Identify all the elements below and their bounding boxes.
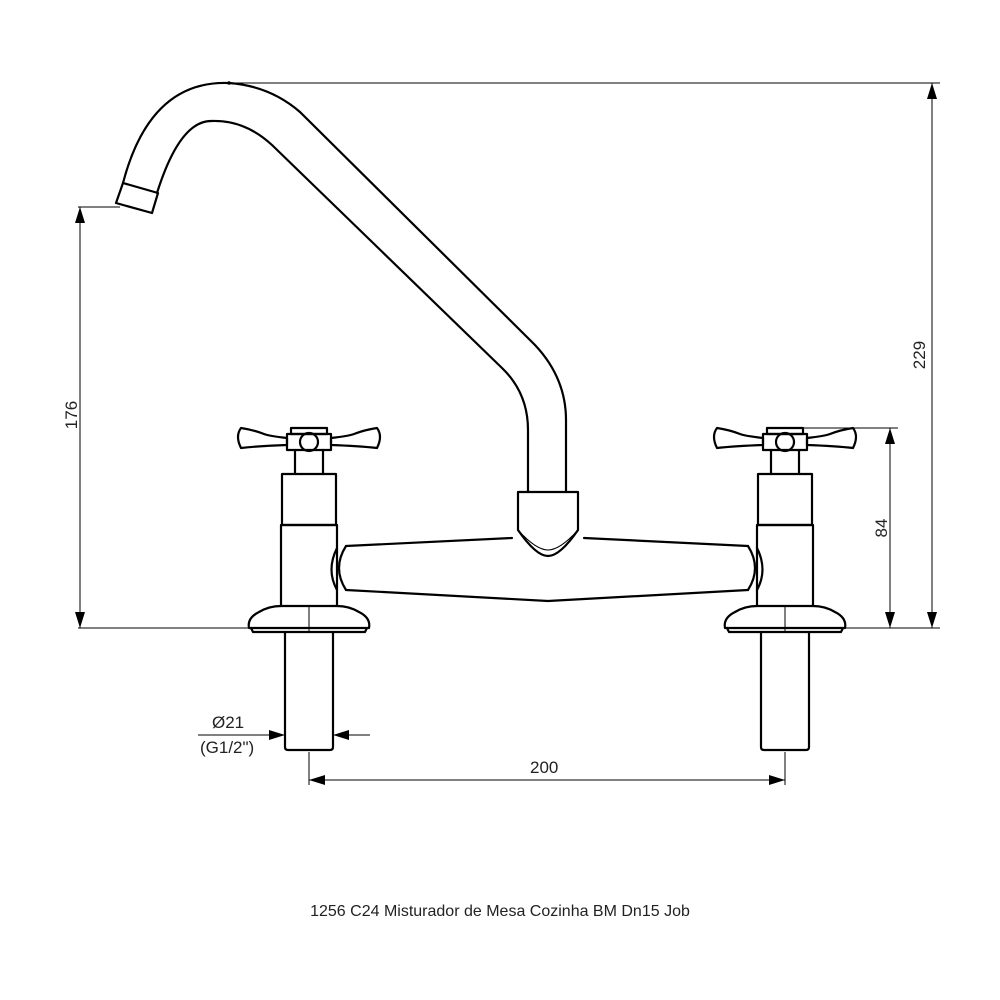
center-distance-label: 200 [530,758,559,777]
spout [114,81,568,494]
total-height-label: 229 [900,341,940,369]
spout-height-value: 176 [62,400,81,430]
caption: 1256 C24 Misturador de Mesa Cozinha BM D… [310,903,690,920]
spout-height-label: 176 [52,401,92,429]
dimension-lines [75,82,940,785]
handle-height-value: 84 [872,518,891,538]
right-valve [712,426,858,752]
left-valve [236,426,382,752]
pipe-diameter-label: Ø21 [212,713,245,732]
total-height-value: 229 [910,340,929,370]
mixer-body [330,490,764,603]
thread-label: (G1/2") [200,738,255,757]
handle-height-label: 84 [862,518,902,538]
